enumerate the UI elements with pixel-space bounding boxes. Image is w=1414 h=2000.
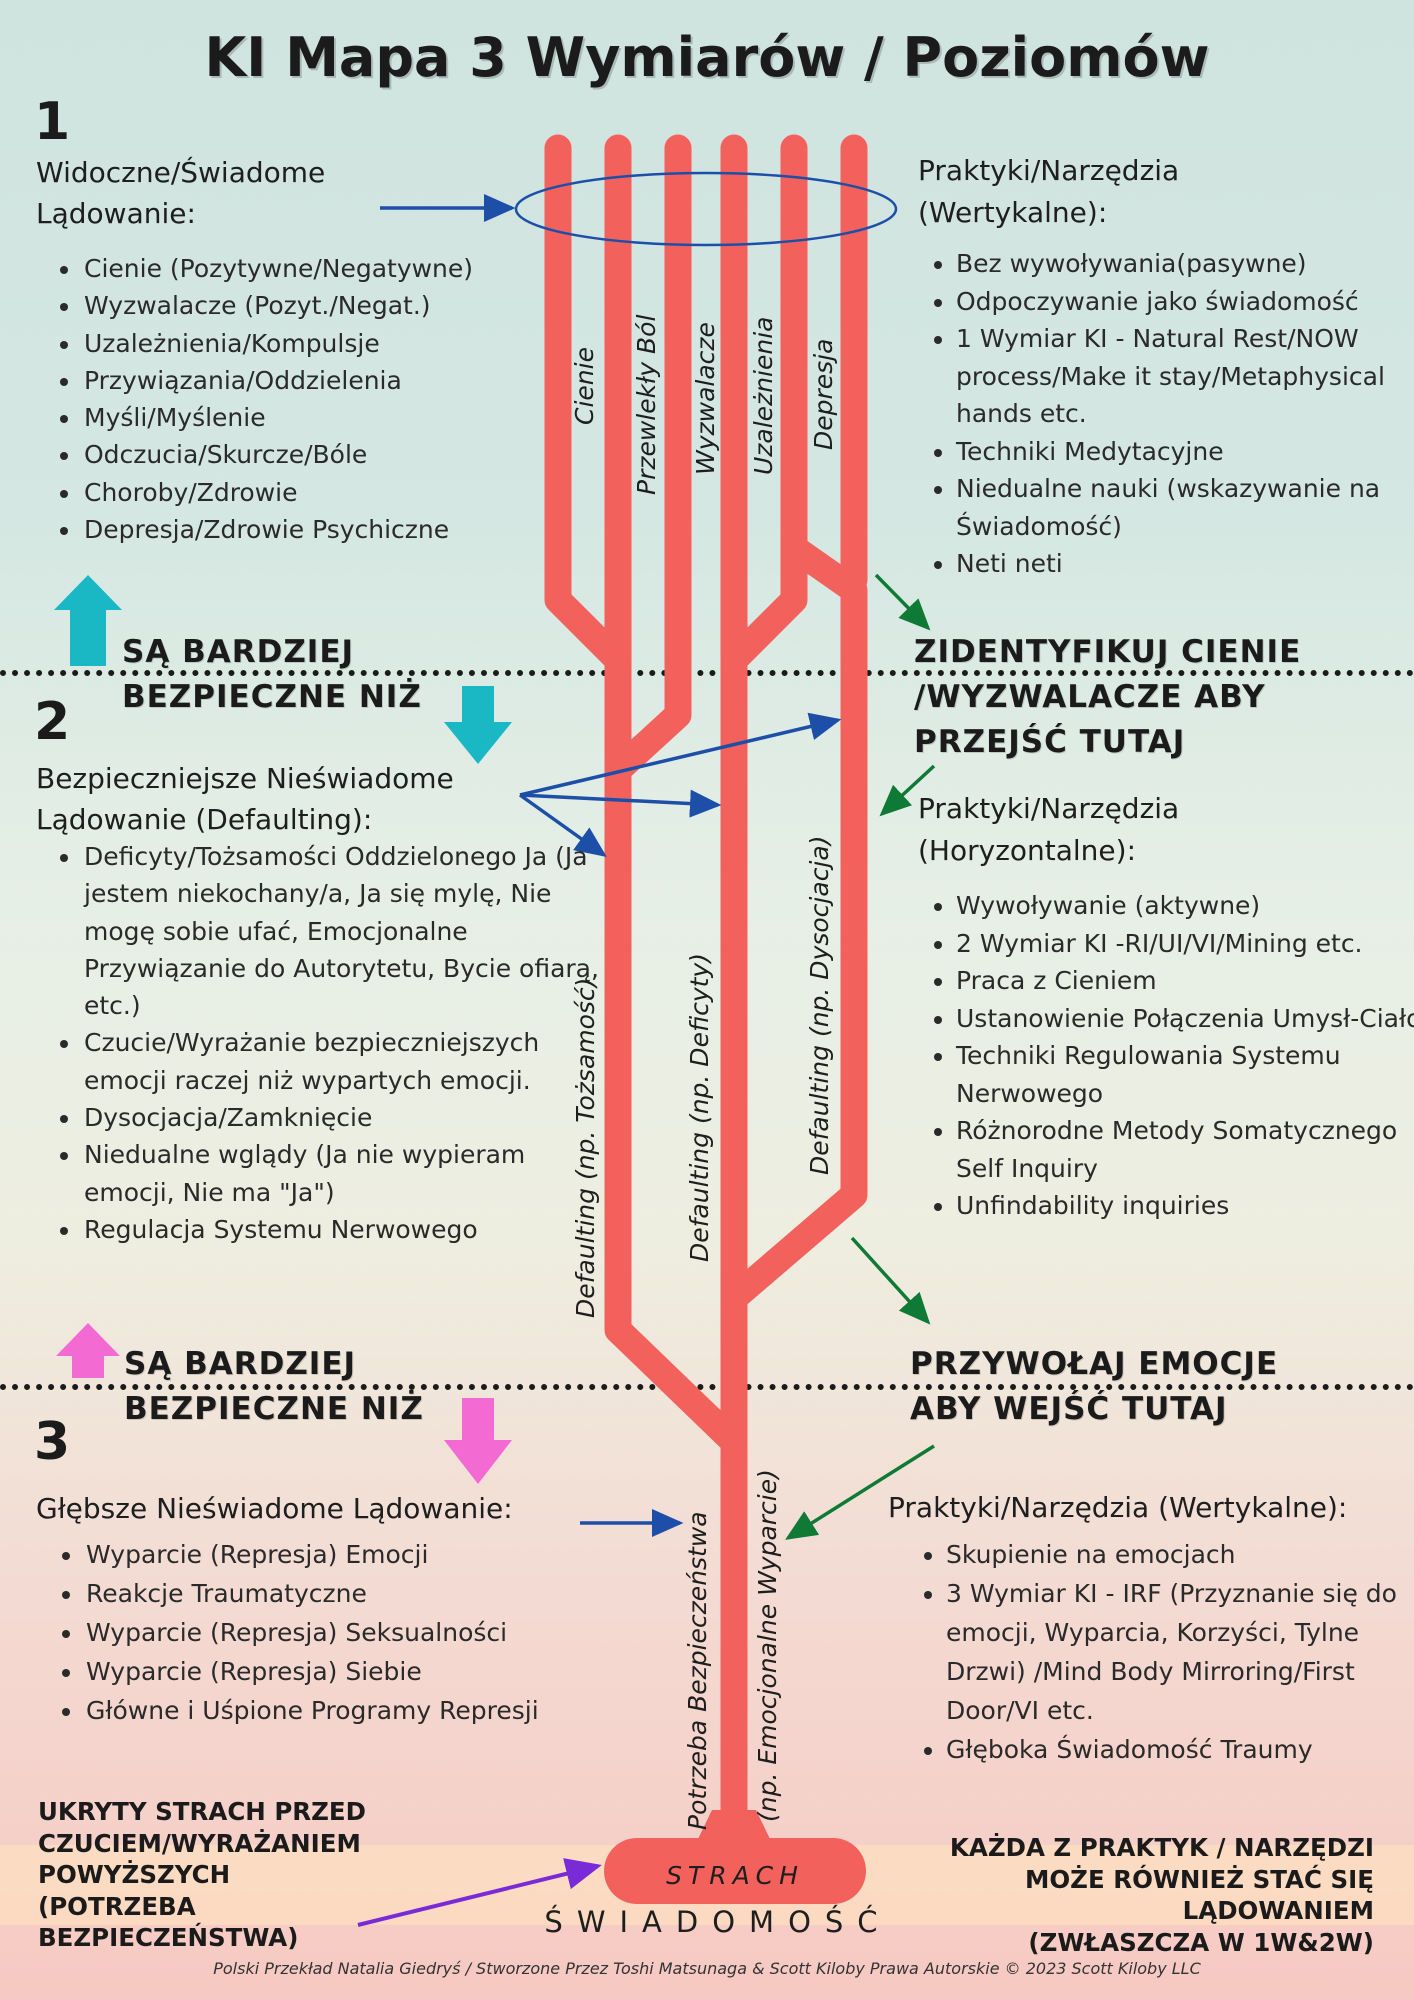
up-arrow-cyan-icon: [54, 575, 122, 666]
practices-1-title: Praktyki/Narzędzia (Wertykalne):: [918, 154, 1180, 229]
practices-1-list: Bez wywoływania(pasywne) Odpoczywanie ja…: [916, 245, 1414, 583]
list-item: Myśli/Myślenie: [82, 399, 602, 436]
list-item: Reakcje Traumatyczne: [84, 1574, 664, 1613]
level-3-list: Wyparcie (Represja) Emocji Reakcje Traum…: [38, 1535, 664, 1730]
green-arrow-1: [874, 573, 931, 631]
practices-3-list: Skupienie na emocjach 3 Wymiar KI - IRF …: [906, 1535, 1414, 1769]
list-item: Odczucia/Skurcze/Bóle: [82, 436, 602, 473]
label-cienie: Cienie: [570, 347, 599, 425]
label-przewlekly-bol: Przewlekły Ból: [632, 315, 661, 495]
list-item: 2 Wymiar KI -RI/UI/VI/Mining etc.: [956, 925, 1414, 963]
branch-right-long: [720, 534, 868, 1312]
label-uzaleznienia: Uzależnienia: [749, 317, 778, 475]
label-defaulting-dysocjacja: Defaulting (np. Dysocjacja): [805, 836, 834, 1175]
down-arrow-pink-icon: [444, 1398, 512, 1484]
list-item: Neti neti: [956, 545, 1414, 583]
branch-uzaleznienia: [720, 134, 808, 674]
label-depresja: Depresja: [809, 339, 838, 450]
list-item: Czucie/Wyrażanie bezpieczniejszych emocj…: [82, 1024, 602, 1099]
list-item: Różnorodne Metody Somatycznego Self Inqu…: [956, 1112, 1414, 1187]
up-arrow-pink-icon: [56, 1323, 120, 1378]
visible-ellipse: [514, 171, 898, 247]
list-item: Wyparcie (Represja) Seksualności: [84, 1613, 664, 1652]
purple-arrow: [357, 1858, 602, 1927]
level-2-title: Bezpieczniejsze Nieświadome Lądowanie (D…: [36, 762, 454, 836]
safer-banner-2: SĄ BARDZIEJ BEZPIECZNE NIŻ: [124, 1346, 424, 1427]
level-3-number: 3: [34, 1412, 71, 1472]
list-item: Dysocjacja/Zamknięcie: [82, 1099, 602, 1136]
down-arrow-cyan-icon: [444, 686, 512, 764]
hidden-fear-text: UKRYTY STRACH PRZED CZUCIEM/WYRAŻANIEM P…: [38, 1797, 366, 1952]
label-defaulting-tozsamosc: Defaulting (np. Tożsamość): [571, 978, 600, 1318]
separator-1-2: [0, 670, 1414, 676]
evoke-banner: PRZYWOŁAJ EMOCJE ABY WEJŚĆ TUTAJ: [910, 1346, 1279, 1427]
practices-3-title: Praktyki/Narzędzia (Wertykalne):: [888, 1491, 1348, 1524]
list-item: Wyzwalacze (Pozyt./Negat.): [82, 287, 602, 324]
separator-2-3: [0, 1384, 1414, 1390]
level-1-title: Widoczne/Świadome Lądowanie:: [36, 156, 326, 230]
arrow-to-trunk: [519, 789, 722, 818]
identify-banner: ZIDENTYFIKUJ CIENIE /WYZWALACZE ABY PRZE…: [914, 634, 1302, 760]
branch-wyzwalacze: [604, 134, 692, 784]
arrow-to-right-branch: [519, 712, 842, 797]
practices-2-list: Wywoływanie (aktywne) 2 Wymiar KI -RI/UI…: [916, 887, 1414, 1225]
list-item: Głęboka Świadomość Traumy: [946, 1730, 1414, 1769]
level-2-list: Deficyty/Tożsamości Oddzielonego Ja (Ja …: [36, 838, 602, 1248]
list-item: Wyparcie (Represja) Emocji: [84, 1535, 664, 1574]
any-practice-text: KAŻDA Z PRAKTYK / NARZĘDZI MOŻE RÓWNIEŻ …: [949, 1833, 1374, 1957]
label-defaulting-deficyty: Defaulting (np. Deficyty): [685, 953, 714, 1262]
label-wyzwalacze: Wyzwalacze: [691, 322, 720, 475]
footer-credits: Polski Przekład Natalia Giedryś / Stworz…: [213, 1959, 1201, 1978]
list-item: Wyparcie (Represja) Siebie: [84, 1652, 664, 1691]
level-2-number: 2: [34, 692, 71, 752]
safer-banner-1: SĄ BARDZIEJ BEZPIECZNE NIŻ: [122, 634, 422, 715]
blue-arrows: [380, 194, 842, 1537]
tree-trunk-branches: [544, 134, 868, 1894]
list-item: Techniki Regulowania Systemu Nerwowego: [956, 1037, 1414, 1112]
list-item: Uzależnienia/Kompulsje: [82, 325, 602, 362]
list-item: 1 Wymiar KI - Natural Rest/NOW process/M…: [956, 320, 1414, 433]
list-item: Unfindability inquiries: [956, 1187, 1414, 1225]
label-fear: STRACH: [666, 1861, 804, 1890]
list-item: 3 Wymiar KI - IRF (Przyznanie się do emo…: [946, 1574, 1414, 1730]
fear-blob: [604, 1838, 866, 1904]
list-item: Techniki Medytacyjne: [956, 433, 1414, 471]
list-item: Praca z Cieniem: [956, 962, 1414, 1000]
list-item: Niedualne nauki (wskazywanie na Świadomo…: [956, 470, 1414, 545]
list-item: Skupienie na emocjach: [946, 1535, 1414, 1574]
label-potrzeba-bezpieczenstwa: Potrzeba Bezpieczeństwa: [683, 1511, 712, 1830]
practices-2-title: Praktyki/Narzędzia (Horyzontalne):: [918, 792, 1180, 867]
list-item: Cienie (Pozytywne/Negatywne): [82, 250, 602, 287]
page-title: KI Mapa 3 Wymiarów / Poziomów: [204, 26, 1210, 89]
label-awareness: ŚWIADOMOŚĆ: [544, 1905, 891, 1939]
green-arrow-2: [879, 764, 936, 817]
arrow-to-left-branch: [518, 793, 607, 858]
list-item: Odpoczywanie jako świadomość: [956, 283, 1414, 321]
list-item: Regulacja Systemu Nerwowego: [82, 1211, 602, 1248]
green-arrow-4: [785, 1444, 935, 1540]
list-item: Ustanowienie Połączenia Umysł-Ciało: [956, 1000, 1414, 1038]
list-item: Choroby/Zdrowie: [82, 474, 602, 511]
list-item: Deficyty/Tożsamości Oddzielonego Ja (Ja …: [82, 838, 602, 1024]
list-item: Niedualne wglądy (Ja nie wypieram emocji…: [82, 1136, 602, 1211]
green-arrow-3: [850, 1236, 931, 1325]
label-emocjonalne-wyparcie: (np. Emocjonalne Wyparcie): [753, 1469, 782, 1822]
list-item: Przywiązania/Oddzielenia: [82, 362, 602, 399]
list-item: Wywoływanie (aktywne): [956, 887, 1414, 925]
level-3-title: Głębsze Nieświadome Lądowanie:: [36, 1492, 513, 1525]
list-item: Główne i Uśpione Programy Represji: [84, 1691, 664, 1730]
list-item: Bez wywoływania(pasywne): [956, 245, 1414, 283]
level-1-list: Cienie (Pozytywne/Negatywne) Wyzwalacze …: [36, 250, 602, 548]
level-1-number: 1: [34, 92, 71, 152]
green-arrows: [785, 573, 936, 1540]
list-item: Depresja/Zdrowie Psychiczne: [82, 511, 602, 548]
